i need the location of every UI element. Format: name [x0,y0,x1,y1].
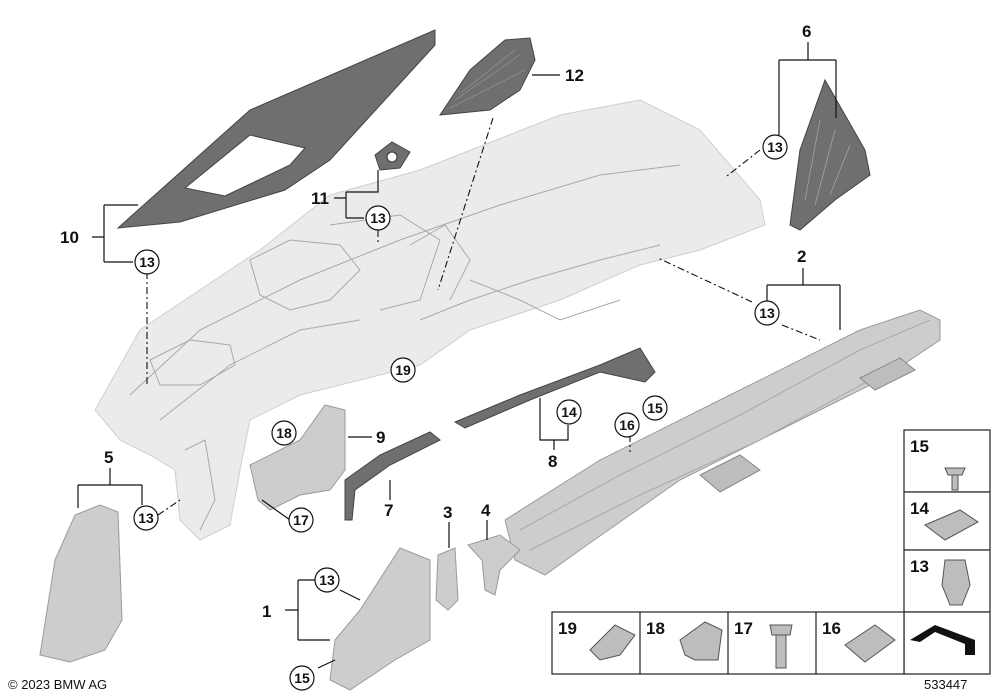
copyright-text: © 2023 BMW AG [8,677,108,692]
clip-19-icon [589,624,636,661]
legend-label-17: 17 [734,619,753,638]
callout-1: 1 [262,602,271,621]
legend-column: 15 14 13 [903,429,991,675]
callout-5: 5 [104,448,113,467]
part-3-clip[interactable] [435,547,459,611]
legend-label-13: 13 [910,557,929,576]
part-4-clip[interactable] [467,534,521,596]
callout-6: 6 [802,22,811,41]
part-6-side-trim[interactable] [789,78,871,231]
part-12-speaker-grille[interactable] [438,37,536,116]
part-11-bracket[interactable] [374,141,411,171]
ref-17: 17 [293,512,309,528]
legend-box-arrow [903,611,991,675]
dashboard-carrier [94,99,766,541]
callout-4: 4 [481,501,491,520]
circled-refs: 13 13 13 13 13 13 19 18 17 14 16 15 15 [133,134,788,691]
ref-13-f: 13 [319,572,335,588]
ref-13-c: 13 [767,139,783,155]
ref-13-e: 13 [138,510,154,526]
clip-nut-icon [924,509,979,541]
clip-18-icon [679,621,723,661]
ref-15-a: 15 [647,400,663,416]
ref-18: 18 [276,425,292,441]
legend-row: 19 18 17 16 [551,611,905,675]
legend-label-16: 16 [822,619,841,638]
ref-16: 16 [619,417,635,433]
part-7-trim-strip[interactable] [344,431,441,521]
legend-label-15: 15 [910,437,929,456]
ref-19: 19 [395,362,411,378]
ref-14: 14 [561,404,577,420]
legend-label-18: 18 [646,619,665,638]
legend-label-19: 19 [558,619,577,638]
part-2-dash-trim[interactable] [504,309,941,576]
leader-lines [77,42,841,669]
nut-16-icon [844,624,896,663]
screw-17-icon [769,624,793,669]
ref-13-b: 13 [370,210,386,226]
callout-11: 11 [311,189,329,208]
callout-numbers: 1 2 3 4 5 6 7 8 9 10 11 12 [60,22,811,621]
part-5-side-panel[interactable] [39,504,123,663]
callout-12: 12 [565,66,584,85]
callout-8: 8 [548,452,557,471]
screw-icon [944,467,966,491]
expanding-clip-icon [941,559,971,606]
callout-9: 9 [376,428,385,447]
callout-7: 7 [384,501,393,520]
legend-box-15 [903,429,991,493]
callout-2: 2 [797,247,806,266]
legend-label-14: 14 [910,499,929,518]
part-9-bracket[interactable] [249,404,346,511]
diagram-id: 533447 [924,677,968,692]
part-10-display-trim[interactable] [116,29,436,229]
part-1-lower-console[interactable] [329,547,431,691]
callout-10: 10 [60,228,79,247]
ref-13-a: 13 [139,254,155,270]
part-8-trim-strip[interactable] [453,347,656,429]
direction-arrow-icon [910,625,975,655]
ref-13-d: 13 [759,305,775,321]
callout-3: 3 [443,503,452,522]
ref-15-b: 15 [294,670,310,686]
